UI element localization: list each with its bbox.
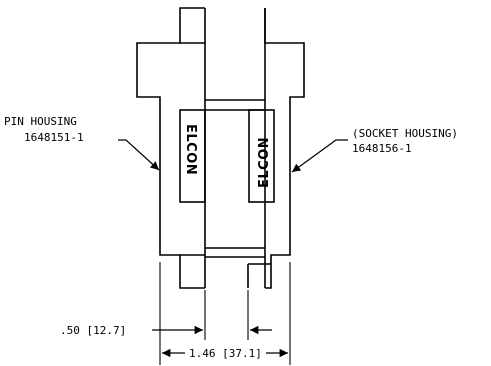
socket-housing-outline [264,8,305,289]
pin-housing-label: PIN HOUSING [4,115,77,128]
pin-logo-panel [179,109,206,203]
socket-logo-text: ELCON [257,137,272,188]
socket-housing-label: (SOCKET HOUSING) [352,127,458,140]
pin-housing-part-number: 1648151-1 [24,131,84,144]
socket-logo-panel [248,109,275,203]
pin-housing-outline [136,7,205,289]
pin-housing-leader [118,139,160,171]
dim-large-text: 1.46 [37.1] [189,347,262,360]
socket-housing-leader [291,139,348,173]
dim-small-text: .50 [12.7] [60,324,126,337]
pin-logo-text: ELCON [183,124,198,175]
socket-housing-part-number: 1648156-1 [352,142,412,155]
